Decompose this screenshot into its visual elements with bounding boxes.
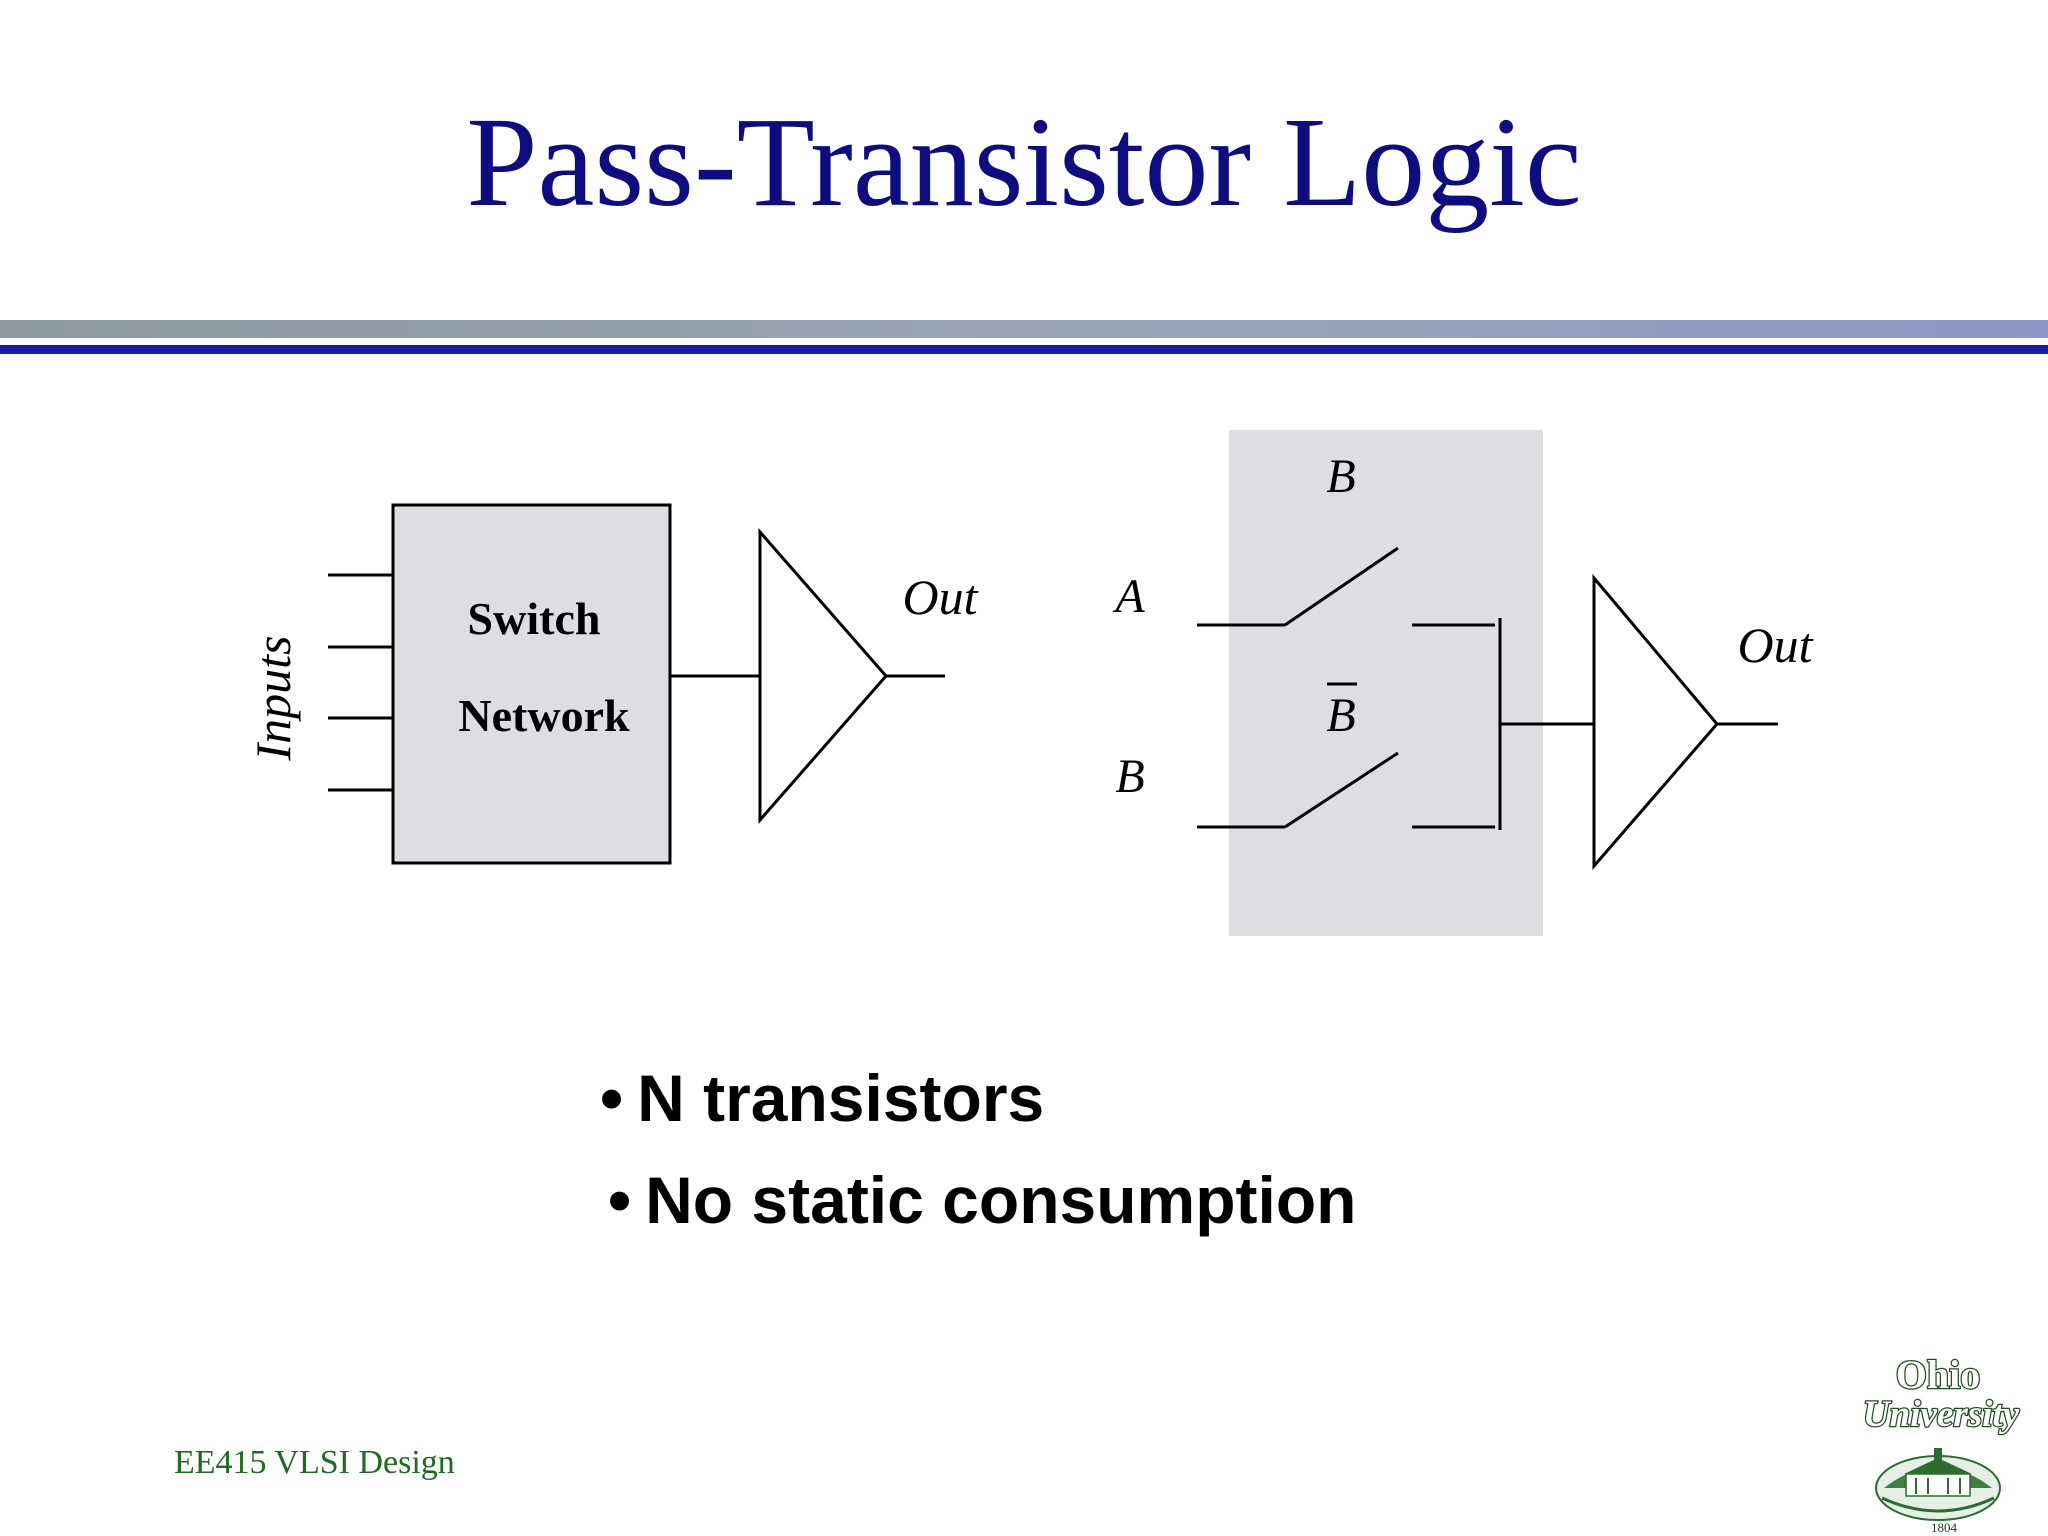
logo-line1: Ohio (1896, 1352, 1980, 1397)
output-buffer-left (758, 528, 888, 824)
label-b-input: B (1115, 750, 1144, 803)
course-footer: EE415 VLSI Design (174, 1444, 455, 1481)
inputs-label: Inputs (245, 636, 301, 762)
switch-network-label-line1: Switch (468, 593, 601, 644)
switch-a-blade (1284, 546, 1399, 627)
label-b-bar: B (1326, 689, 1355, 742)
bullet-text: No static consumption (645, 1163, 1357, 1237)
switch-network-box (391, 503, 672, 865)
bullet-dot: • (608, 1163, 632, 1237)
switch-network-label-line2: Network (458, 690, 630, 741)
title-divider-gray (0, 320, 2048, 338)
switch-region-shade (1229, 430, 1543, 936)
ohio-university-logo: Ohio University 1804 (1862, 1351, 2021, 1535)
generic-switch-network-diagram: Inputs Switch Network Out (245, 503, 979, 865)
label-b-top: B (1326, 450, 1355, 503)
title-divider-blue (0, 345, 2048, 354)
out-label-left: Out (903, 569, 979, 625)
logo-line2: University (1863, 1394, 2020, 1435)
label-a: A (1112, 570, 1145, 623)
output-buffer-right (1592, 573, 1719, 871)
logo-year: 1804 (1931, 1520, 1958, 1535)
bullet-text: N transistors (637, 1061, 1045, 1135)
out-label-right: Out (1738, 617, 1814, 673)
mux-example-diagram: B A B B Out (1112, 430, 1814, 936)
bullet-item: •No static consumption (608, 1160, 1356, 1240)
bullet-item: •N transistors (600, 1058, 1044, 1138)
slide-title: Pass-Transistor Logic (466, 91, 1582, 233)
switch-b-blade (1284, 751, 1399, 829)
bullet-dot: • (600, 1061, 624, 1135)
campus-building-icon (1875, 1448, 2001, 1521)
